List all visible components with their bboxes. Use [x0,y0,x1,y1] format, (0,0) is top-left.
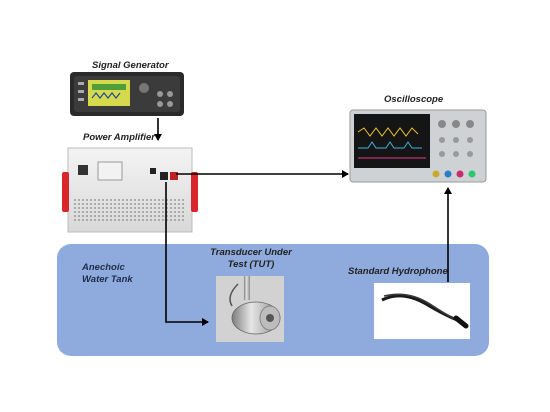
standard-hydrophone [374,283,470,339]
signal-generator-label: Signal Generator [92,60,169,71]
transducer-under-test [216,276,284,342]
scope-channel-1 [433,171,440,178]
transducer-label: Transducer Under Test (TUT) [206,247,296,271]
oscilloscope-screen [354,114,430,168]
oscilloscope [350,110,486,182]
signal-generator-screen [88,80,130,106]
transducer-label-line2: Test (TUT) [206,259,296,271]
amp-left-handle [62,172,69,212]
power-amplifier [62,148,198,232]
power-amplifier-label: Power Amplifier [83,132,155,143]
hydrophone-label: Standard Hydrophone [348,266,448,277]
oscilloscope-label: Oscilloscope [384,94,443,105]
amp-right-handle [191,172,198,212]
amp-output-port [160,172,168,180]
transducer-label-line1: Transducer Under [206,247,296,259]
amp-display [98,162,122,180]
signal-generator [70,72,184,116]
